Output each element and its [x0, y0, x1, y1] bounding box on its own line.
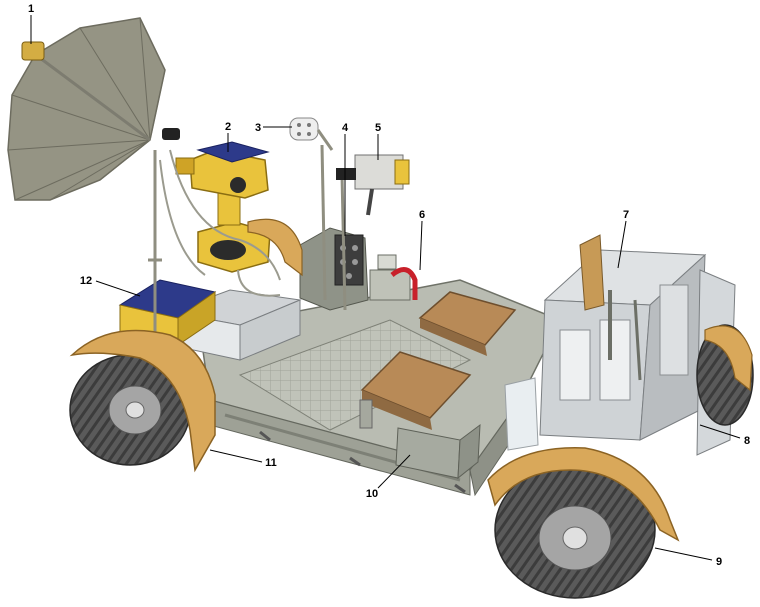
callout-number: 2: [225, 121, 231, 133]
callout-11: 11: [209, 449, 277, 469]
callout-7: 7: [617, 209, 629, 269]
callout-5: 5: [375, 122, 381, 160]
callout-number: 3: [255, 122, 261, 134]
communications-relay-unit: [175, 141, 271, 273]
front-left-fender: [69, 329, 216, 473]
movie-camera: [336, 154, 410, 311]
callout-10: 10: [366, 454, 411, 500]
callouts: 1 2 3 4 5 6 7 8: [28, 3, 750, 568]
callout-number: 10: [366, 488, 378, 500]
callout-number: 6: [419, 209, 425, 221]
high-gain-antenna: [7, 17, 180, 340]
seat-rear: [418, 291, 517, 356]
callout-4: 4: [342, 122, 349, 236]
callout-2: 2: [225, 121, 231, 152]
seat-front: [359, 351, 472, 430]
callout-8: 8: [699, 424, 750, 447]
callout-number: 11: [265, 457, 277, 469]
callout-number: 12: [80, 275, 92, 287]
callout-number: 1: [28, 3, 34, 15]
rear-left-fender: [487, 447, 680, 542]
front-right-wheel: [247, 218, 303, 277]
front-left-wheel: [69, 354, 191, 466]
rear-left-wheel: [494, 461, 656, 599]
callout-number: 4: [342, 122, 349, 134]
callout-9: 9: [654, 547, 722, 568]
callout-1: 1: [28, 3, 34, 44]
callout-number: 5: [375, 122, 381, 134]
rear-equipment-pallet: [504, 234, 736, 456]
rear-right-wheel: [696, 324, 754, 426]
control-console: [299, 227, 369, 311]
callout-3: 3: [255, 122, 292, 134]
hand-controller: [369, 254, 418, 301]
storage-box: [395, 423, 481, 480]
low-gain-antenna: [289, 117, 334, 301]
callout-number: 9: [716, 556, 722, 568]
callout-number: 7: [623, 209, 629, 221]
callout-6: 6: [419, 209, 425, 271]
cables: [159, 149, 281, 297]
callout-12: 12: [80, 275, 141, 297]
callout-number: 8: [744, 435, 750, 447]
